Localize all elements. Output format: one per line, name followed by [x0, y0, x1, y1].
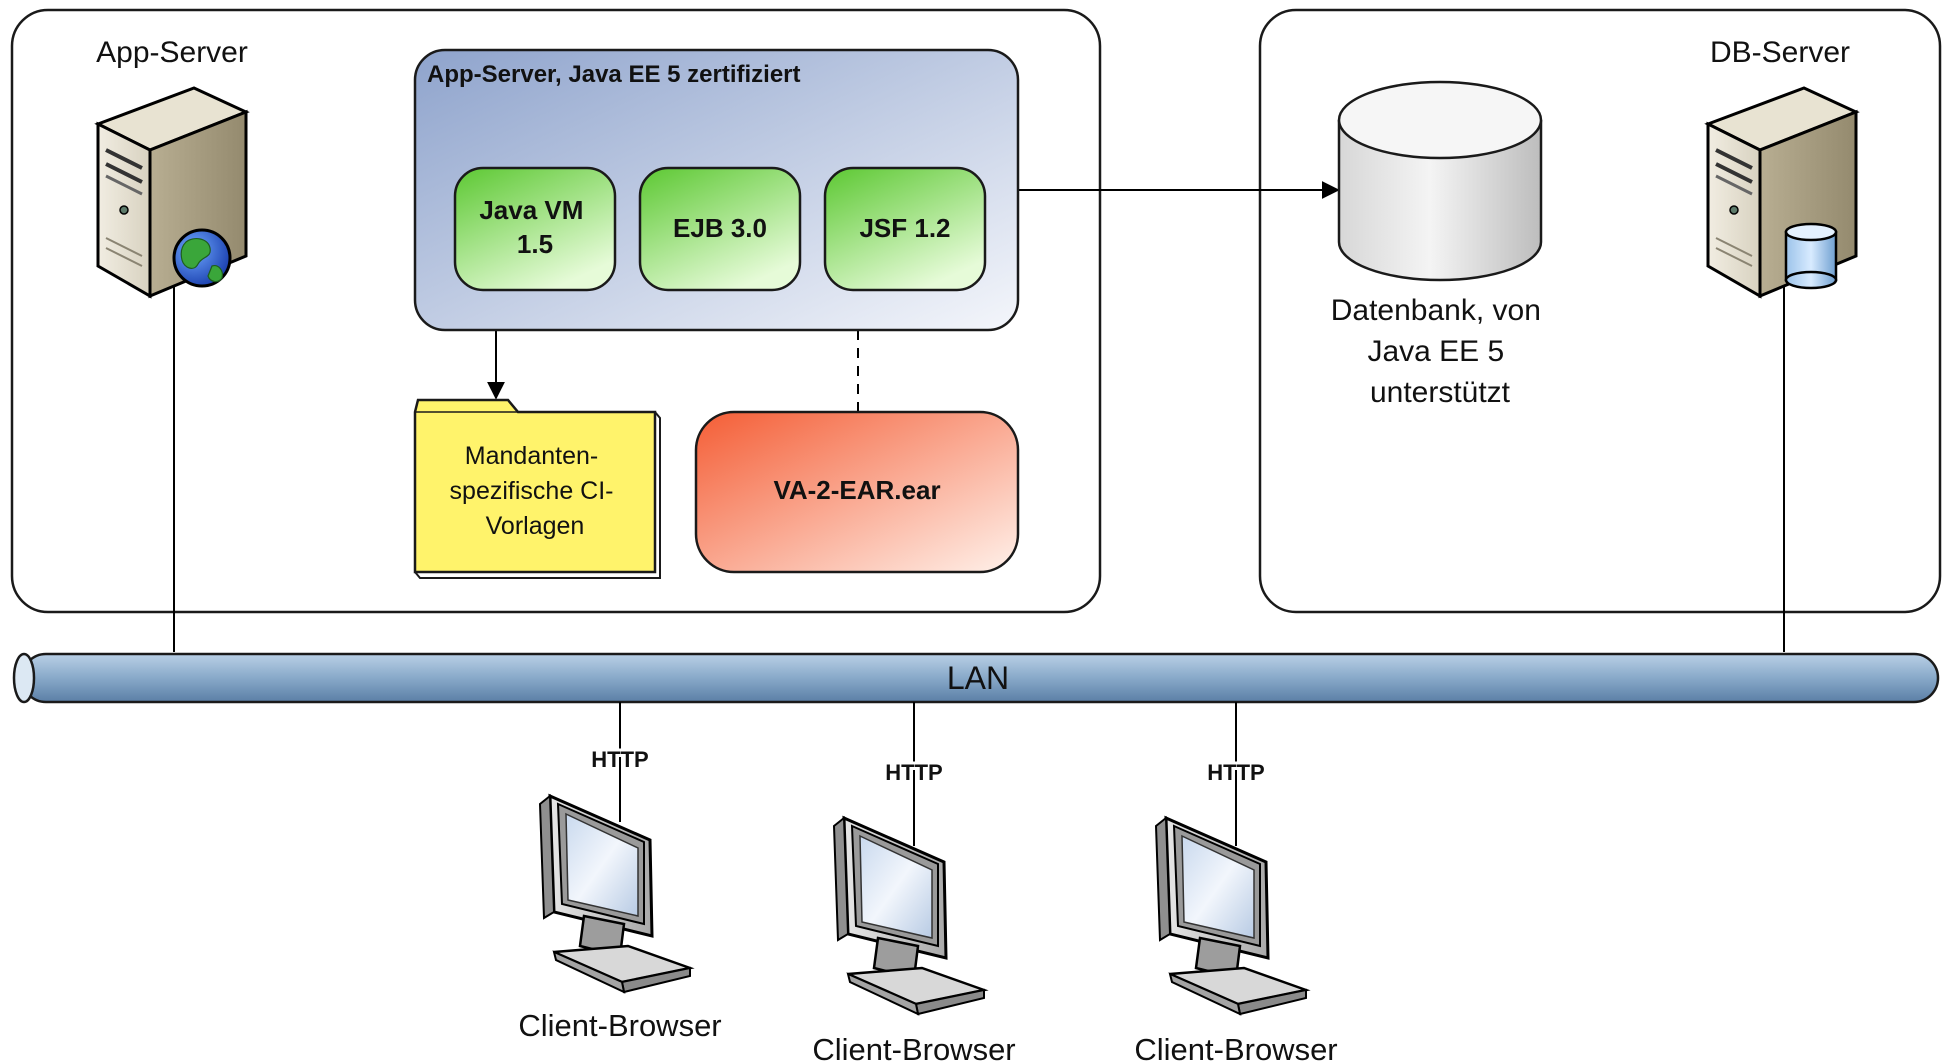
server-database-icon [1706, 86, 1858, 298]
folder-icon [413, 398, 661, 579]
client-3-label: Client-Browser [1134, 1032, 1337, 1064]
ear-artifact [694, 410, 1020, 574]
monitor-icon [538, 794, 692, 994]
db-server-zone-label: DB-Server [1710, 36, 1850, 69]
client-2-label: Client-Browser [812, 1032, 1015, 1064]
client-2-protocol: HTTP [885, 760, 942, 785]
database-line-1: Datenbank, von [1331, 294, 1541, 327]
folder-line-1: Mandanten- [465, 442, 598, 470]
client-1-label: Client-Browser [518, 1008, 721, 1043]
folder-line-3: Vorlagen [486, 512, 585, 540]
server-globe-icon [96, 86, 248, 298]
app-server-zone-label: App-Server [96, 36, 248, 69]
folder-label: Mandanten- spezifische CI- Vorlagen [450, 442, 621, 540]
component-ejb-label: EJB 3.0 [673, 213, 767, 243]
component-jsf [823, 166, 987, 292]
app-server-container-title: App-Server, Java EE 5 zertifiziert [427, 61, 801, 88]
ear-artifact-label: VA-2-EAR.ear [773, 475, 940, 505]
lan-label: LAN [947, 660, 1009, 696]
monitor-icon [1154, 816, 1308, 1016]
database-line-2: Java EE 5 [1367, 335, 1504, 368]
component-java-vm-label: Java VM 1.5 [479, 195, 590, 259]
database-cylinder-icon [1337, 80, 1543, 282]
folder-line-2: spezifische CI- [450, 477, 614, 505]
database-line-3: unterstützt [1370, 376, 1511, 409]
component-java-vm-line-2: 1.5 [517, 229, 553, 259]
component-jsf-label: JSF 1.2 [859, 213, 950, 243]
component-java-vm-line-1: Java VM [479, 195, 583, 225]
monitor-icon [832, 816, 986, 1016]
client-3-protocol: HTTP [1207, 760, 1264, 785]
component-ejb [638, 166, 802, 292]
database-label: Datenbank, von Java EE 5 unterstützt [1331, 294, 1550, 409]
lan-bus [12, 652, 1940, 704]
client-1-protocol: HTTP [591, 747, 648, 772]
component-java-vm [453, 166, 617, 292]
